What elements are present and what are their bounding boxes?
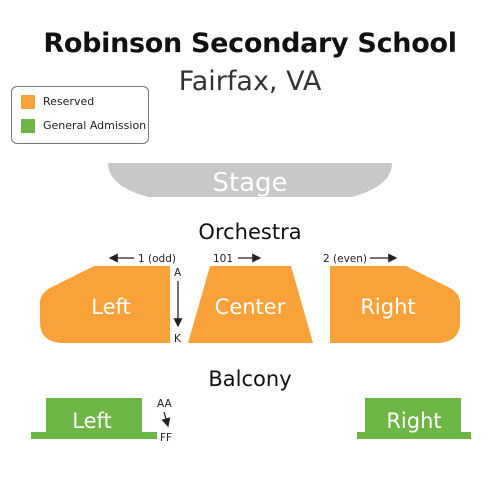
balcony-right-section[interactable] bbox=[365, 398, 461, 432]
balcony-row-direction-arrow bbox=[161, 411, 171, 428]
balcony-heading: Balcony bbox=[208, 367, 291, 391]
orchestra-row-first-label: A bbox=[174, 267, 182, 279]
balcony-row-last-label: FF bbox=[160, 432, 172, 444]
orchestra-center-section[interactable] bbox=[188, 266, 313, 343]
venue-title: Robinson Secondary School bbox=[43, 28, 457, 59]
center-seat-guide-label: 101 bbox=[213, 253, 233, 265]
right-seat-guide-label: 2 (even) bbox=[323, 253, 367, 265]
legend-label-general-admission: General Admission bbox=[43, 119, 147, 132]
orchestra-right-section[interactable] bbox=[330, 266, 460, 343]
legend-label-reserved: Reserved bbox=[43, 95, 95, 108]
balcony-right-ledge bbox=[357, 432, 471, 439]
balcony-row-first-label: AA bbox=[157, 398, 172, 410]
balcony-left-section[interactable] bbox=[46, 398, 142, 432]
orchestra-left-label: Left bbox=[91, 295, 131, 319]
legend-swatch-general-admission bbox=[21, 119, 35, 133]
legend-item-reserved: Reserved bbox=[21, 95, 94, 109]
stage-shape bbox=[108, 163, 392, 197]
legend-item-general-admission: General Admission bbox=[21, 119, 146, 133]
legend-swatch-reserved bbox=[21, 95, 35, 109]
balcony-left-label: Left bbox=[72, 409, 112, 433]
orchestra-center-label: Center bbox=[215, 295, 286, 319]
orchestra-heading: Orchestra bbox=[198, 220, 301, 244]
legend: Reserved General Admission bbox=[11, 86, 149, 144]
balcony-right-label: Right bbox=[386, 409, 441, 433]
orchestra-row-last-label: K bbox=[174, 333, 182, 345]
orchestra-right-label: Right bbox=[360, 295, 415, 319]
orchestra-left-section[interactable] bbox=[40, 266, 170, 343]
left-seat-guide-label: 1 (odd) bbox=[138, 253, 176, 265]
venue-location: Fairfax, VA bbox=[178, 66, 322, 97]
balcony-left-ledge bbox=[31, 432, 157, 439]
stage-label: Stage bbox=[212, 168, 287, 198]
